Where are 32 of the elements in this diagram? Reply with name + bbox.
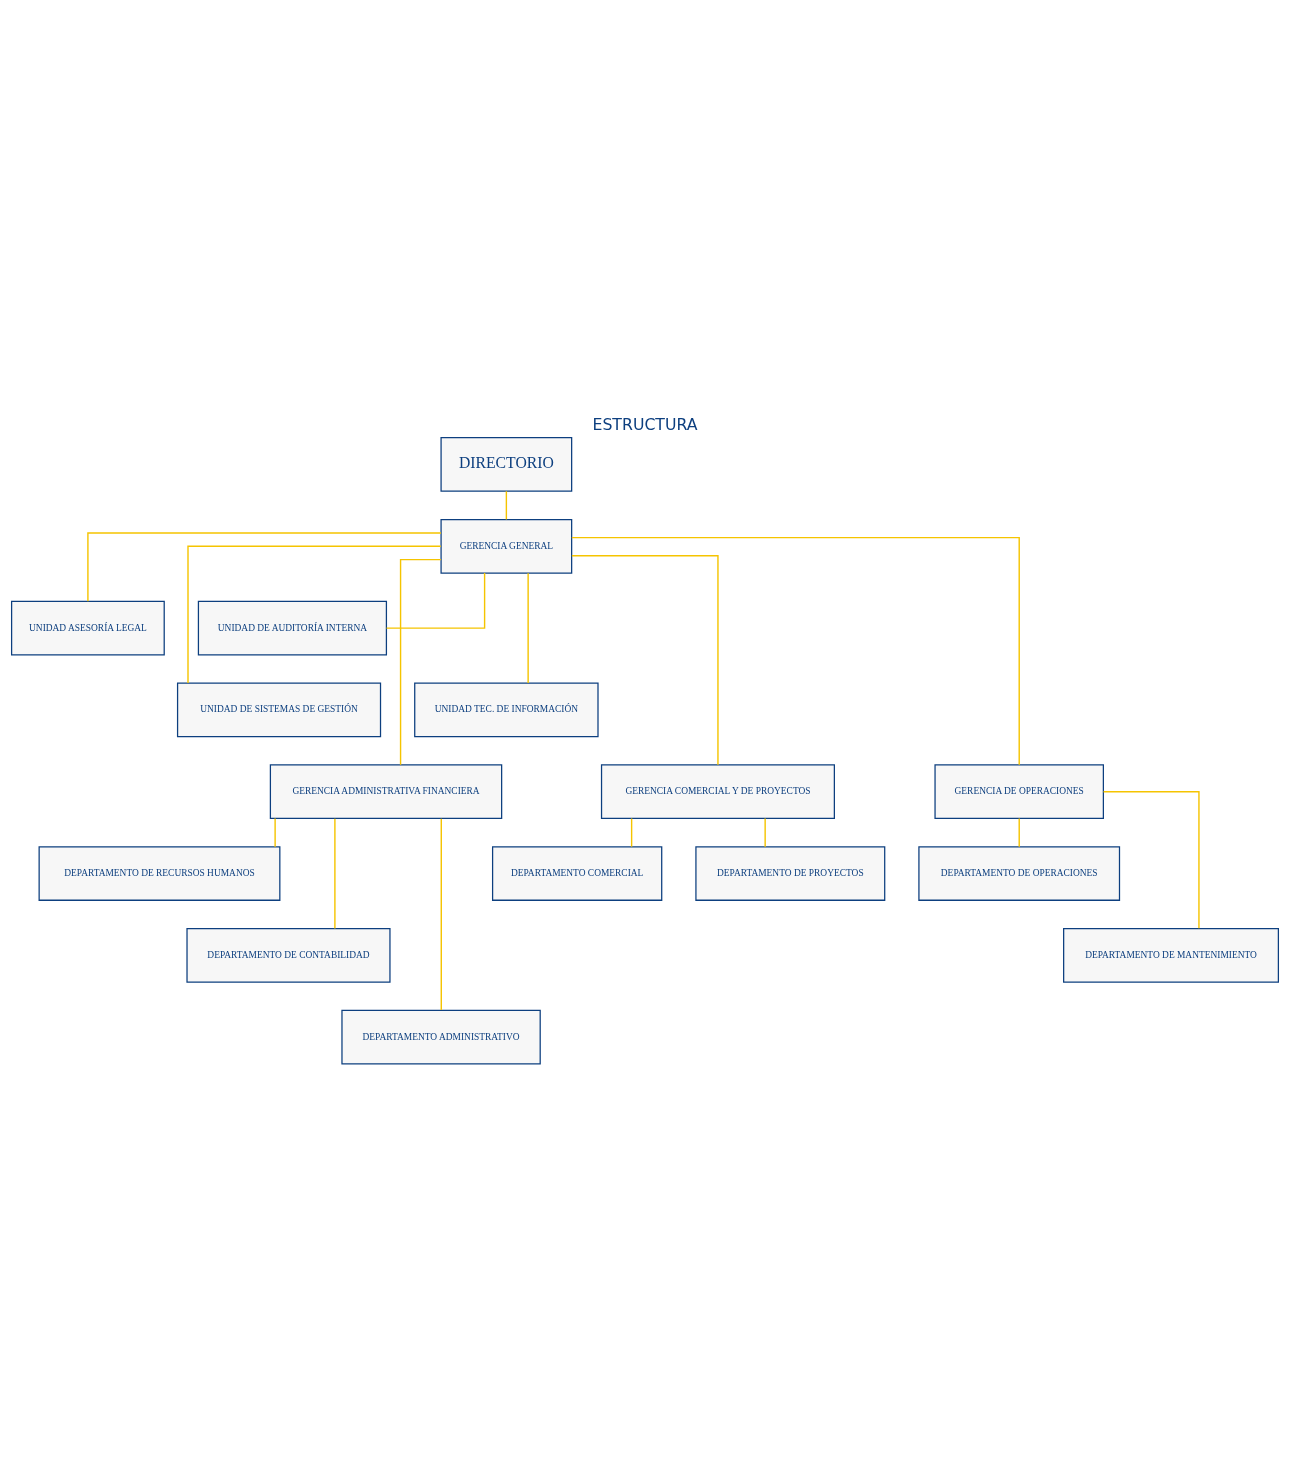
node-box: DEPARTAMENTO DE PROYECTOS <box>695 845 886 901</box>
node-box: DEPARTAMENTO ADMINISTRATIVO <box>341 1009 541 1064</box>
diagram-title: ESTRUCTURA <box>592 414 698 434</box>
node-box: DEPARTAMENTO COMERCIAL <box>491 845 663 901</box>
node-box: UNIDAD ASESORÍA LEGAL <box>10 600 165 655</box>
node-box: DEPARTAMENTO DE MANTENIMIENTO <box>1063 927 1280 983</box>
connector <box>440 817 442 1011</box>
node-box: GERENCIA ADMINISTRATIVA FINANCIERA <box>269 763 503 819</box>
node-box: GERENCIA COMERCIAL Y DE PROYECTOS <box>600 763 835 819</box>
connector <box>385 571 486 629</box>
node-box: DEPARTAMENTO DE RECURSOS HUMANOS <box>38 845 281 901</box>
connector <box>187 545 442 684</box>
node-box: DEPARTAMENTO DE OPERACIONES <box>918 845 1121 901</box>
connector <box>1102 790 1200 929</box>
connector <box>505 490 508 520</box>
connector <box>334 817 336 929</box>
node-box: UNIDAD TEC. DE INFORMACIÓN <box>414 682 599 737</box>
node-box: DEPARTAMENTO DE CONTABILIDAD <box>186 927 391 983</box>
connector <box>1018 817 1020 847</box>
connector <box>527 572 529 684</box>
connector <box>571 554 719 766</box>
connector <box>87 531 442 602</box>
node-box: DIRECTORIO <box>440 436 573 492</box>
connector <box>764 817 766 847</box>
connector <box>571 536 1020 765</box>
node-box: UNIDAD DE AUDITORÍA INTERNA <box>197 600 388 655</box>
connector <box>399 558 442 766</box>
node-box: UNIDAD DE SISTEMAS DE GESTIÓN <box>176 682 382 737</box>
connector <box>274 817 276 847</box>
node-box: GERENCIA DE OPERACIONES <box>934 763 1104 819</box>
connector <box>630 817 633 847</box>
node-box: GERENCIA GENERAL <box>440 518 573 574</box>
